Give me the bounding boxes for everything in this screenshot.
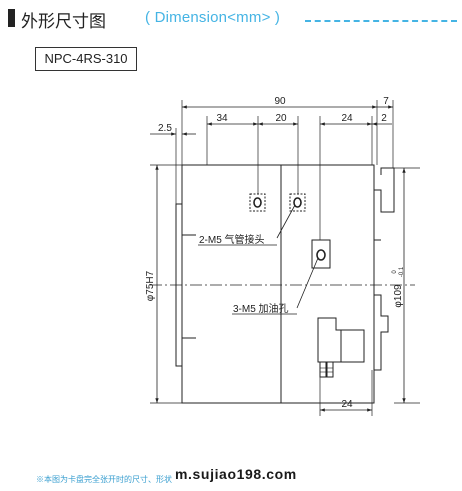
dim-90: 90 <box>274 96 286 107</box>
main-body-outline <box>181 164 375 404</box>
leader-oil <box>296 257 319 309</box>
dim-7: 7 <box>383 96 389 107</box>
air-port-box <box>249 193 266 212</box>
chuck-body <box>175 164 395 404</box>
leader-lines <box>198 204 319 315</box>
dim-dia109: φ109 <box>393 284 404 308</box>
watermark: m.sujiao198.com <box>175 466 297 482</box>
air-port-symbols <box>249 193 306 212</box>
dim-24-bottom: 24 <box>341 399 353 410</box>
air-port-box <box>289 193 306 212</box>
extension-lines <box>150 100 420 416</box>
header: 外形尺寸图 ( Dimension<mm> ) <box>5 6 457 31</box>
dim-34: 34 <box>216 113 228 124</box>
right-jaw-lower <box>374 294 389 371</box>
header-title: 外形尺寸图 <box>21 12 106 31</box>
leader-air <box>276 204 296 239</box>
callout-oil-hole: 3-M5 加油孔 <box>233 302 289 315</box>
header-dashed-rule <box>305 20 457 22</box>
right-jaw-upper <box>373 165 395 213</box>
dim-20: 20 <box>275 113 287 124</box>
lower-block <box>317 317 365 363</box>
footnote: ※本图为卡盘完全张开时的尺寸、形状 <box>36 475 172 484</box>
fitting-hatch <box>320 367 333 373</box>
dim-24-top: 24 <box>341 113 353 124</box>
dim-2: 2 <box>381 113 387 124</box>
air-port-hole <box>253 197 262 208</box>
fitting-stub <box>326 361 334 378</box>
header-subtitle: ( Dimension<mm> ) <box>145 9 281 26</box>
tolerance-lower: -0.1 <box>399 266 405 277</box>
dimension-lines <box>150 105 406 412</box>
oil-port-box <box>311 239 331 269</box>
model-label: NPC-4RS-310 <box>35 47 137 71</box>
oil-port-symbol <box>311 239 331 269</box>
tolerance-upper: 0 <box>392 270 398 274</box>
oil-port-hole <box>316 249 326 261</box>
header-marker <box>8 9 15 27</box>
dim-dia75: φ75H7 <box>145 270 156 301</box>
callout-air-fitting: 2-M5 气管接头 <box>199 233 265 246</box>
fitting-stub <box>319 361 327 378</box>
dim-2-5: 2.5 <box>158 123 172 134</box>
air-port-hole <box>293 197 302 208</box>
